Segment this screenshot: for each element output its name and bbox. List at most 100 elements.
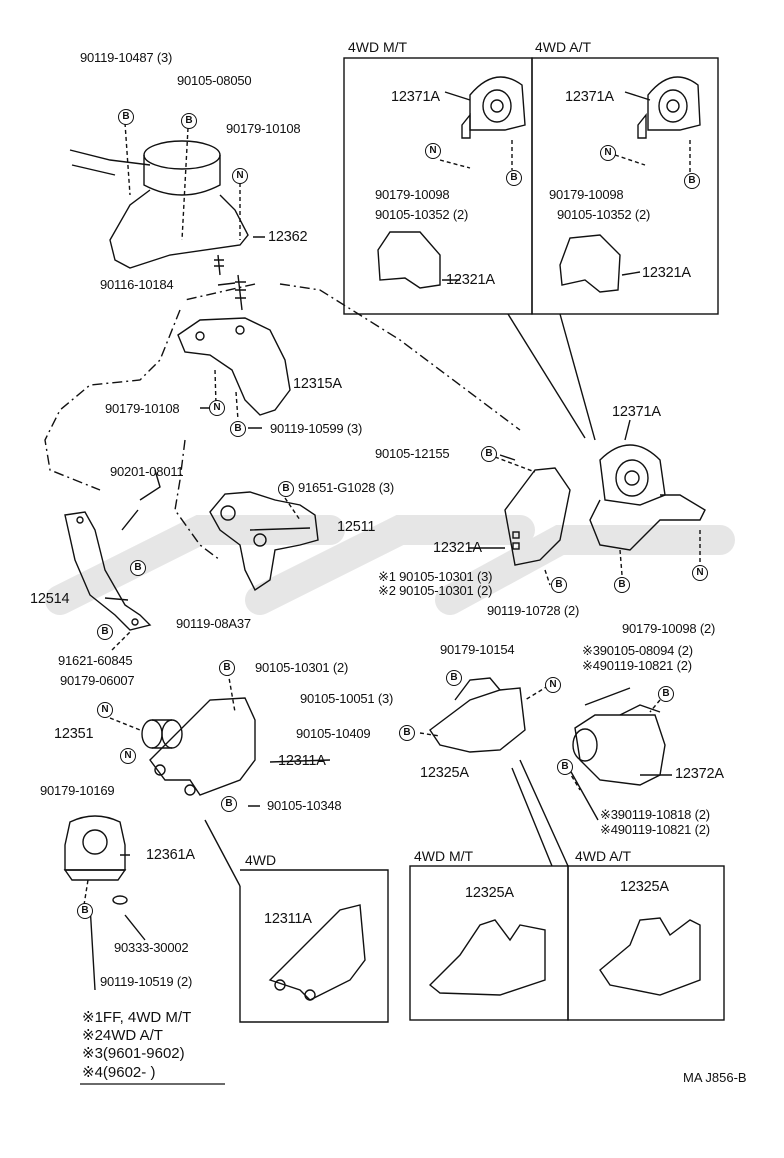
part-label: 12321A bbox=[433, 540, 482, 556]
part-label: 91621-60845 bbox=[58, 653, 133, 668]
part-label: 12325A bbox=[465, 885, 514, 901]
legend-line-2: ※24WD A/T bbox=[82, 1027, 163, 1044]
part-label: ※2 90105-10301 (2) bbox=[378, 583, 493, 598]
part-label: ※490119-10821 (2) bbox=[582, 658, 692, 673]
nut-callout-icon: N bbox=[97, 702, 113, 718]
part-label: 12321A bbox=[446, 272, 495, 288]
bushing-12351 bbox=[141, 719, 183, 749]
box-header-4wd-mt-bottom: 4WD M/T bbox=[414, 848, 474, 864]
part-label: 90105-10352 (2) bbox=[557, 207, 651, 222]
part-label: 12325A bbox=[620, 879, 669, 895]
nut-callout-icon: N bbox=[425, 143, 441, 159]
part-label: 12514 bbox=[30, 591, 70, 607]
part-label: 90179-10108 bbox=[105, 401, 180, 416]
mount-12371A-right bbox=[589, 444, 706, 551]
bolt-callout-icon: B bbox=[684, 173, 700, 189]
bracket-12321A-at bbox=[559, 234, 621, 293]
nut-callout-icon: N bbox=[545, 677, 561, 693]
part-label: 12325A bbox=[420, 765, 469, 781]
mount-12362 bbox=[69, 140, 249, 276]
bolt-callout-icon: B bbox=[230, 421, 246, 437]
part-label: 90333-30002 bbox=[114, 940, 189, 955]
part-label: 90105-12155 bbox=[375, 446, 450, 461]
part-label: 12362 bbox=[268, 229, 308, 245]
bolt-callout-icon: B bbox=[446, 670, 462, 686]
part-label: 90105-08050 bbox=[177, 73, 252, 88]
nut-callout-icon: N bbox=[120, 748, 136, 764]
part-label: 90201-08011 bbox=[110, 464, 184, 479]
part-label: 90119-10599 (3) bbox=[270, 421, 363, 436]
part-label: 12511 bbox=[337, 519, 376, 535]
mount-12371A-at bbox=[637, 76, 701, 139]
part-label: 12371A bbox=[612, 404, 661, 420]
mount-12361A bbox=[63, 815, 127, 881]
part-label: 12372A bbox=[675, 766, 724, 782]
diagram-code: MA J856-B bbox=[683, 1070, 747, 1085]
mount-12371A-mt bbox=[461, 76, 526, 139]
part-label: ※1 90105-10301 (3) bbox=[378, 569, 493, 584]
part-label: 12315A bbox=[293, 376, 342, 392]
part-label: 90105-10348 bbox=[267, 798, 342, 813]
part-label: 90179-10098 bbox=[549, 187, 624, 202]
bolt-callout-icon: B bbox=[481, 446, 497, 462]
part-label: 90179-10154 bbox=[440, 642, 515, 657]
part-label: 90105-10352 (2) bbox=[375, 207, 469, 222]
box-header-4wd-at-top: 4WD A/T bbox=[535, 39, 592, 55]
bolt-callout-icon: B bbox=[658, 686, 674, 702]
bracket-12315A bbox=[177, 317, 291, 416]
bolt-callout-icon: B bbox=[399, 725, 415, 741]
part-label: 90179-10108 bbox=[226, 121, 301, 136]
part-label: 12321A bbox=[642, 265, 691, 281]
bolt-callout-icon: B bbox=[77, 903, 93, 919]
bracket-12311A bbox=[149, 697, 256, 796]
bracket-12325A-mt bbox=[428, 919, 546, 996]
box-header-4wd-at-bottom: 4WD A/T bbox=[575, 848, 632, 864]
bolt-callout-icon: B bbox=[557, 759, 573, 775]
bolt-callout-icon: B bbox=[181, 113, 197, 129]
part-label: ※490119-10821 (2) bbox=[600, 822, 710, 837]
box-4wd-bottom bbox=[239, 869, 389, 1023]
part-label: ※390105-08094 (2) bbox=[582, 643, 693, 658]
bolt-callout-icon: B bbox=[278, 481, 294, 497]
part-label: 91651-G1028 (3) bbox=[298, 480, 395, 495]
bracket-12311A-4wd bbox=[268, 904, 366, 1001]
bracket-12325A-at bbox=[599, 917, 701, 996]
box-header-4wd-mt-top: 4WD M/T bbox=[348, 39, 408, 55]
nut-callout-icon: N bbox=[232, 168, 248, 184]
part-label: 90105-10051 (3) bbox=[300, 691, 394, 706]
part-label: 90105-10409 bbox=[296, 726, 371, 741]
bolt-callout-icon: B bbox=[118, 109, 134, 125]
part-label: 12311A bbox=[264, 911, 312, 927]
part-label: 12371A bbox=[565, 89, 614, 105]
bolt-callout-icon: B bbox=[506, 170, 522, 186]
bolt-callout-icon: B bbox=[614, 577, 630, 593]
part-label: 90179-10098 (2) bbox=[622, 621, 716, 636]
part-label: 90116-10184 bbox=[100, 277, 174, 292]
part-label: 12351 bbox=[54, 726, 94, 742]
nut-callout-icon: N bbox=[600, 145, 616, 161]
legend-line-1: ※1FF, 4WD M/T bbox=[82, 1009, 192, 1026]
bracket-12321A-right bbox=[504, 467, 571, 566]
legend-line-3: ※3(9601-9602) bbox=[82, 1045, 185, 1062]
engine-outline bbox=[44, 283, 521, 561]
box-4wd-at-top bbox=[531, 57, 719, 315]
part-label: 12371A bbox=[391, 89, 440, 105]
part-label: 90105-10301 (2) bbox=[255, 660, 349, 675]
box-4wd-at-bottom bbox=[567, 865, 725, 1021]
bracket-12325A bbox=[429, 677, 526, 753]
bolt-callout-icon: B bbox=[130, 560, 146, 576]
bracket-12321A-mt bbox=[377, 231, 441, 289]
part-label: 12361A bbox=[146, 847, 195, 863]
box-header-4wd-bottom: 4WD bbox=[245, 852, 277, 868]
bolt-callout-icon: B bbox=[97, 624, 113, 640]
nut-callout-icon: N bbox=[692, 565, 708, 581]
part-label: 90179-10169 bbox=[40, 783, 115, 798]
part-label: 90179-06007 bbox=[60, 673, 135, 688]
part-label: 90119-10519 (2) bbox=[100, 974, 193, 989]
legend-line-4: ※4(9602- ) bbox=[82, 1064, 156, 1081]
bracket-12511 bbox=[209, 491, 319, 592]
part-label: 12311A bbox=[278, 753, 326, 769]
bolt-callout-icon: B bbox=[551, 577, 567, 593]
